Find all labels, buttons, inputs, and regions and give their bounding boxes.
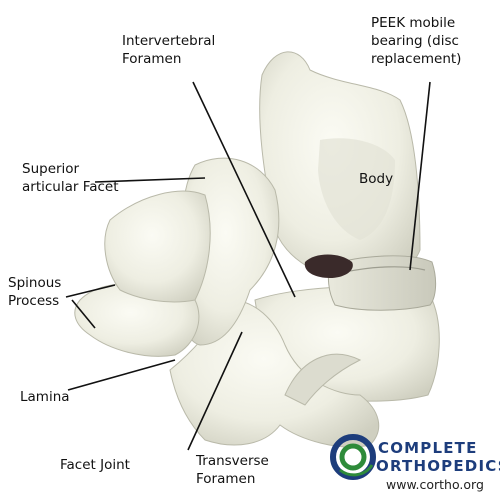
label-line: Process (8, 293, 60, 309)
transverse-arch (284, 353, 362, 406)
disc-groove (344, 266, 426, 273)
leader-spinous-a (65, 284, 116, 298)
logo-word-orthopedics: ORTHOPEDICS (376, 457, 500, 475)
label-line: Foramen (196, 471, 256, 487)
lamina-shape (104, 190, 211, 303)
label-line: Foramen (122, 51, 182, 67)
label-intervertebral-foramen: Intervertebral Foramen (122, 32, 215, 68)
label-transverse-foramen: Transverse Foramen (196, 452, 269, 488)
label-peek-bearing: PEEK mobile bearing (disc replacement) (371, 14, 461, 68)
label-line: articular Facet (22, 179, 119, 195)
logo-ring-outer (330, 434, 376, 480)
leader-peek-bearing (409, 81, 431, 271)
label-facet-joint: Facet Joint (60, 457, 130, 473)
logo-swoosh (339, 464, 374, 477)
logo-mark (330, 434, 376, 480)
label-line: Superior (22, 161, 80, 177)
leader-spinous-b (71, 299, 96, 329)
label-line: Intervertebral (122, 33, 216, 49)
logo-url: www.cortho.org (386, 477, 484, 492)
label-lamina: Lamina (20, 389, 70, 405)
leader-lines (65, 81, 431, 451)
intervertebral-foramen-hole (304, 254, 353, 278)
leader-lamina (67, 359, 176, 391)
leader-superior-facet (94, 177, 206, 183)
label-line: Transverse (196, 453, 269, 469)
label-spinous-process: Spinous Process (8, 274, 61, 310)
leader-intervertebral-foramen (192, 81, 296, 298)
logo-ring-inner (339, 443, 367, 471)
label-line: bearing (disc (371, 33, 459, 49)
logo-word-complete: COMPLETE (378, 439, 478, 457)
label-line: PEEK mobile (371, 15, 456, 31)
label-line: Spinous (8, 275, 62, 291)
label-body: Body (359, 171, 394, 187)
label-superior-articular-facet: Superior articular Facet (22, 160, 119, 196)
label-line: replacement) (371, 51, 462, 67)
peek-disc-bearing (327, 255, 437, 311)
leader-facet-joint (187, 331, 243, 451)
body-shade (318, 138, 395, 240)
